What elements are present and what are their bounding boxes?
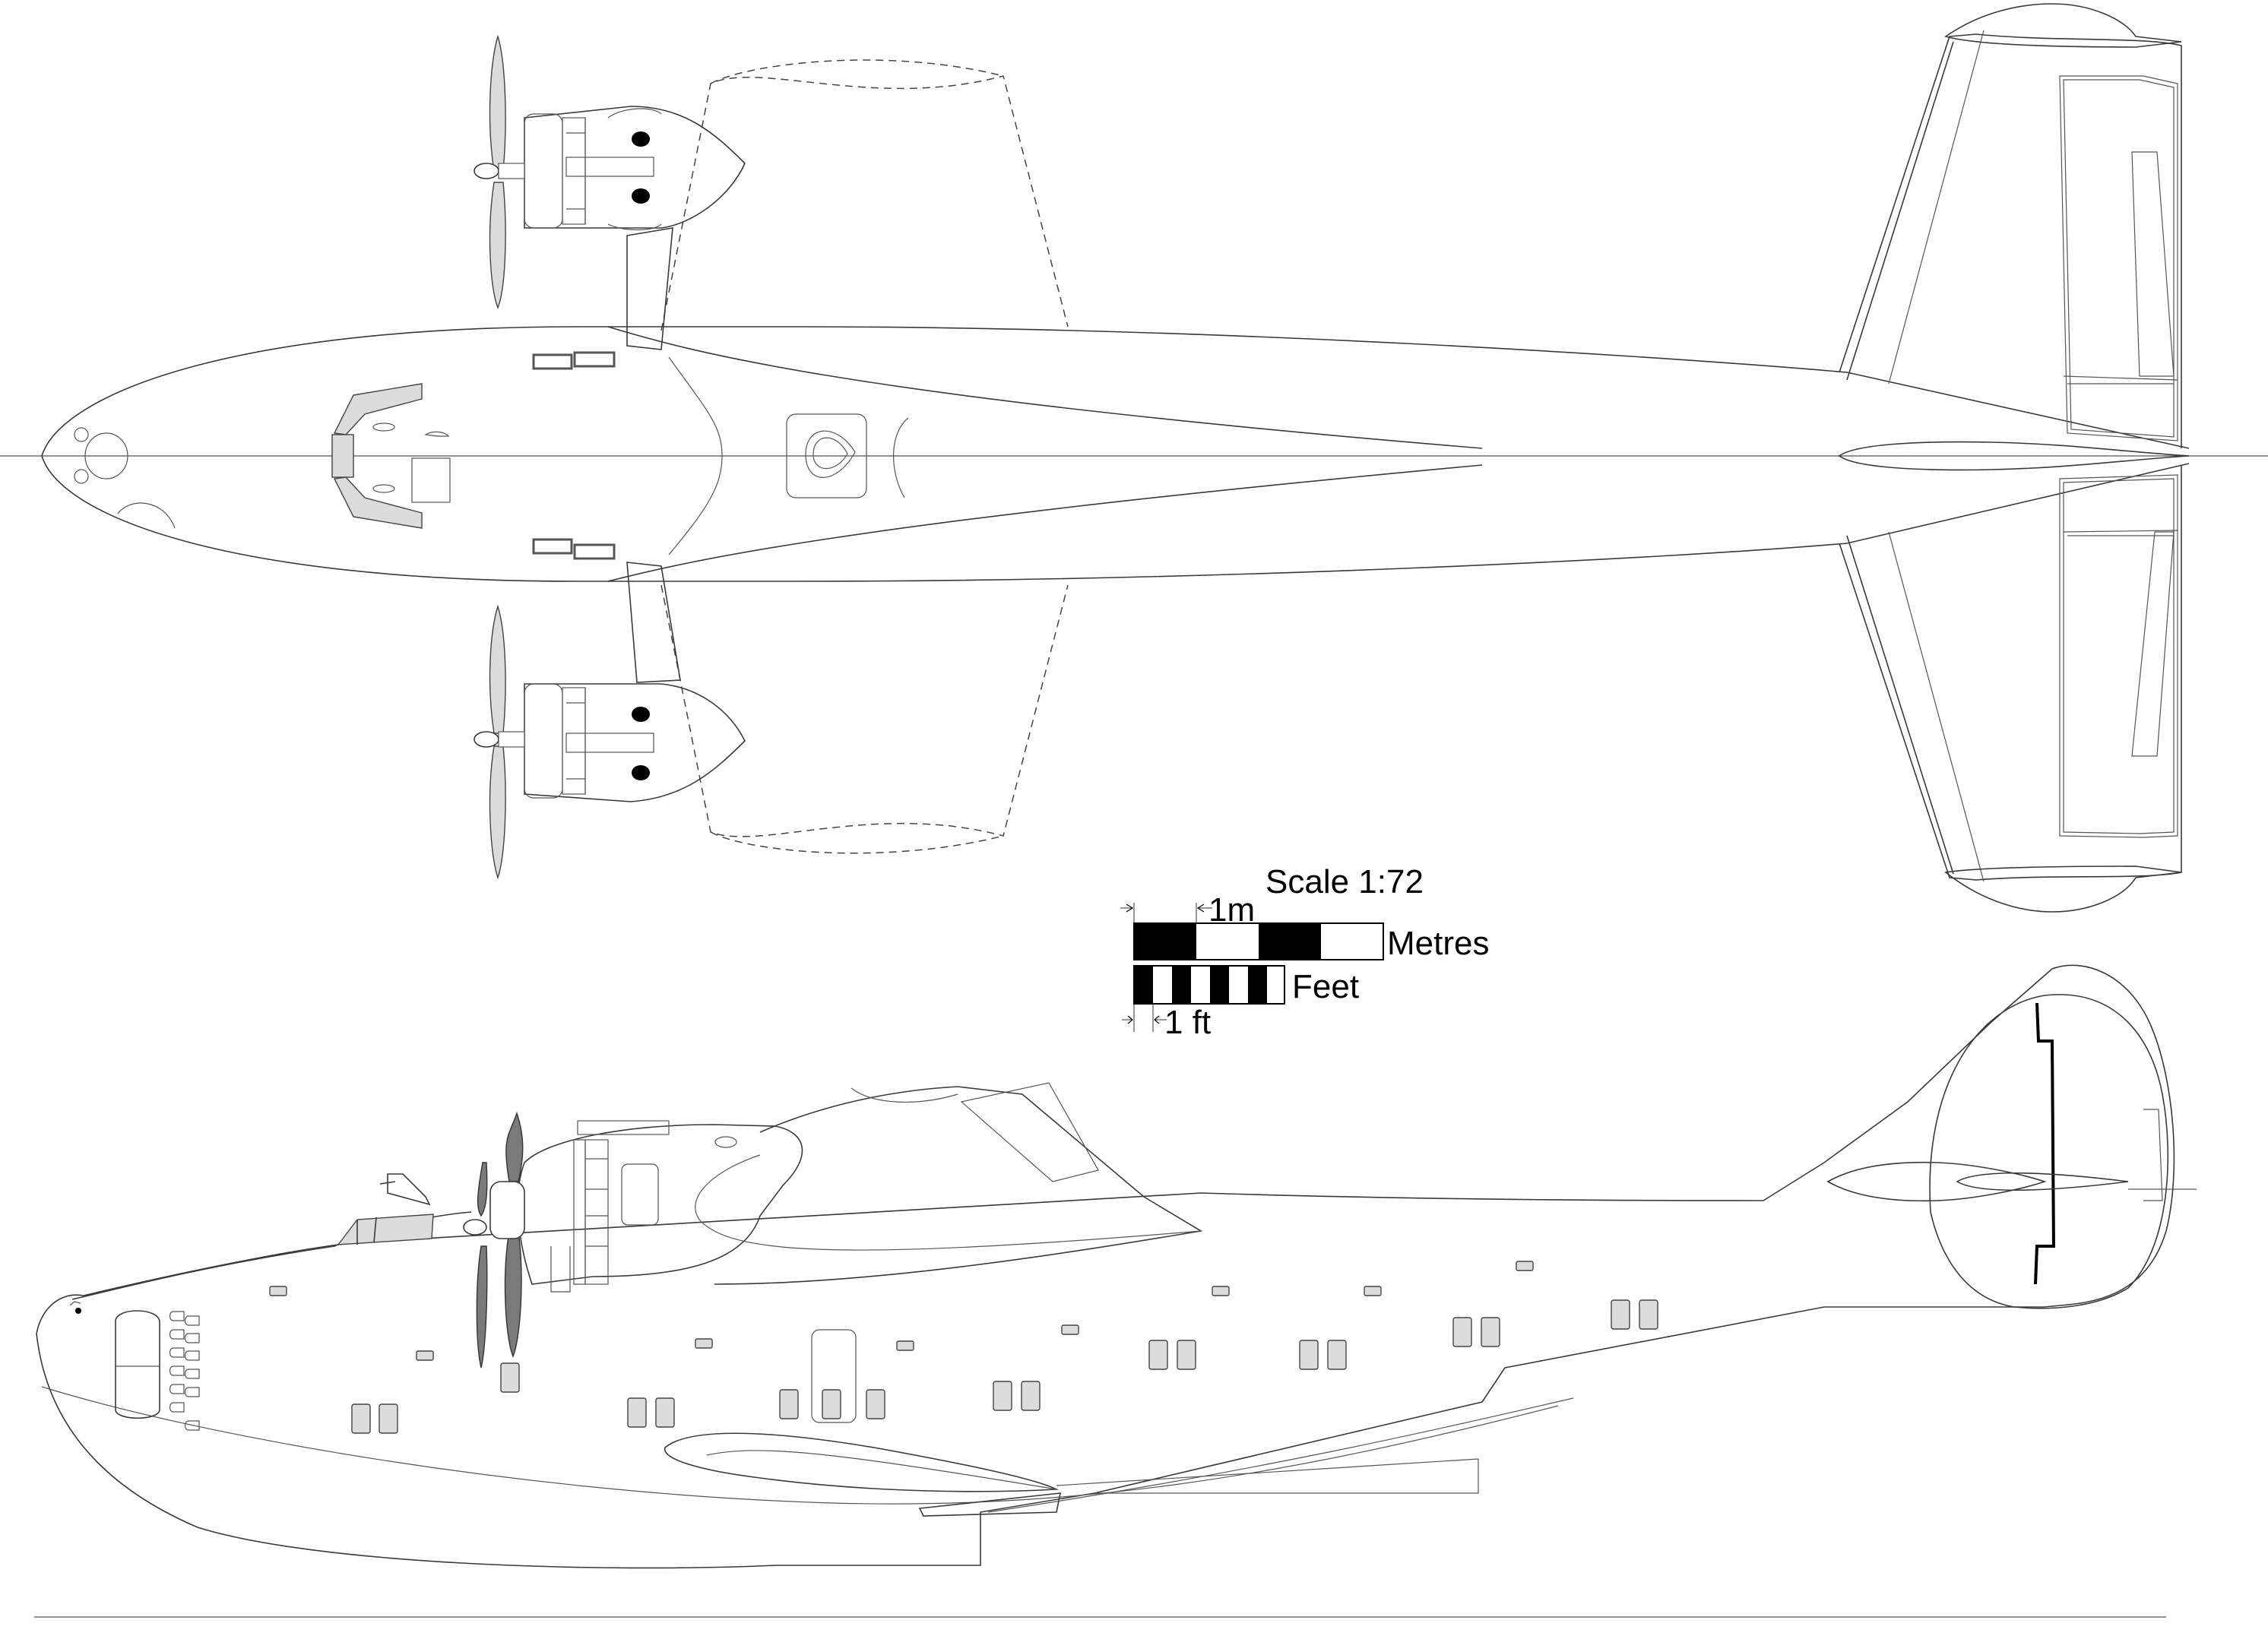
upper-propeller (489, 34, 506, 172)
cockpit-glazing (333, 383, 423, 435)
upper-deck-windows (269, 1261, 1534, 1361)
wing-upper-dashed (660, 75, 1069, 331)
cockpit-side-glazing (337, 1214, 434, 1245)
scale-bar: Scale 1:72 Metres 1m Feet (1120, 863, 1489, 1041)
wing-side (714, 1086, 1203, 1285)
tailplane-plan (1838, 3, 2190, 913)
feet-label: Feet (1292, 968, 1359, 1005)
hull-side-outline (36, 964, 2175, 1569)
side-view (36, 964, 2197, 1569)
hull-plan-outline (41, 326, 2190, 582)
engine-nacelle-side (517, 1120, 803, 1293)
metres-bar (1133, 922, 1384, 960)
fin-and-rudder (1826, 994, 2197, 1309)
foot-unit-label: 1 ft (1164, 1004, 1211, 1041)
lower-engine-nacelle (474, 604, 746, 880)
entry-door (811, 1329, 857, 1423)
metres-label: Metres (1387, 925, 1489, 962)
wing-float (664, 1432, 1060, 1492)
main-deck-windows (351, 1299, 1658, 1434)
nose-portholes (169, 1311, 200, 1431)
wing-lower-dashed (660, 584, 1069, 837)
plan-view (0, 3, 2268, 913)
side-propeller (463, 1111, 525, 1369)
feet-bar (1133, 965, 1285, 1005)
upper-engine-nacelle (474, 34, 746, 309)
scale-title: Scale 1:72 (1265, 863, 1424, 900)
metre-unit-label: 1m (1208, 891, 1255, 929)
hull-step-line (607, 326, 1483, 582)
